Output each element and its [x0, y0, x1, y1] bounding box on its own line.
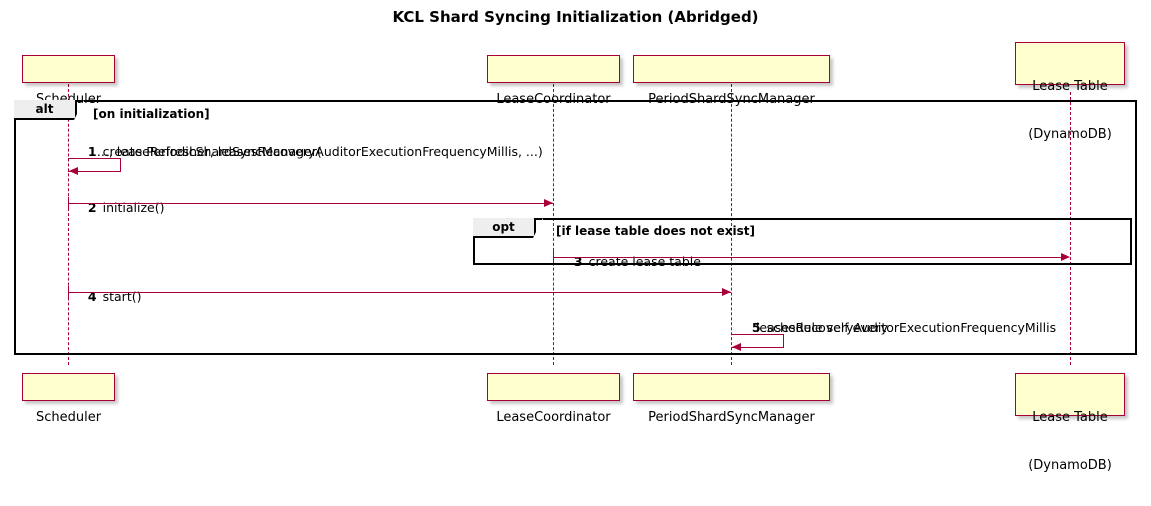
message-1-number: 1: [87, 144, 97, 159]
participant-period-shard-sync-manager-top[interactable]: PeriodShardSyncManager: [633, 55, 830, 107]
message-4-arrowhead: [722, 287, 731, 296]
participant-label-line1: Lease Table: [1032, 410, 1108, 425]
participant-label: LeaseCoordinator: [496, 92, 611, 107]
lifeline-period-shard-sync-manager: [731, 84, 732, 365]
participant-period-shard-sync-manager-bottom[interactable]: PeriodShardSyncManager: [633, 373, 830, 425]
message-2-source-tick: [68, 197, 69, 209]
message-3-source-tick: [553, 251, 554, 263]
message-1-label: 1 create PeriodicShardSyncManager(: [72, 129, 322, 174]
participant-label-line2: (DynamoDB): [1028, 458, 1112, 473]
fragment-alt-guard: [on initialization]: [93, 107, 210, 121]
message-4-line: [68, 292, 731, 293]
page-title: KCL Shard Syncing Initialization (Abridg…: [392, 8, 759, 26]
participant-lease-table-bottom[interactable]: Lease Table (DynamoDB): [1015, 373, 1125, 473]
participant-label: LeaseCoordinator: [496, 410, 611, 425]
message-3-line: [553, 257, 1061, 258]
message-5-self-loop: [731, 334, 784, 348]
message-4-source-tick: [68, 286, 69, 298]
message-1-arrowhead: [69, 167, 78, 175]
fragment-opt-guard: [if lease table does not exist]: [556, 224, 756, 238]
lifeline-lease-coordinator: [553, 84, 554, 365]
fragment-alt-operator: alt: [14, 100, 84, 120]
participant-label: PeriodShardSyncManager: [648, 410, 815, 425]
message-3-number: 3: [573, 254, 583, 269]
message-5-label: 5 schedule self every: [736, 305, 888, 350]
fragment-opt: [473, 218, 1132, 265]
message-5-label-line2: leasesRecoveryAuditorExecutionFrequencyM…: [748, 320, 1057, 335]
message-3-arrowhead: [1061, 252, 1070, 261]
participant-label: Scheduler: [35, 410, 102, 425]
fragment-opt-operator: opt: [473, 218, 543, 238]
message-1-label-line2: ..., leaseRefresher, leasesRecoveryAudit…: [85, 144, 543, 159]
lifeline-scheduler: [68, 84, 69, 365]
participant-label-line1: Lease Table: [1032, 79, 1108, 94]
message-5-number: 5: [751, 320, 761, 335]
participant-label-line2: (DynamoDB): [1028, 127, 1112, 142]
message-5-text-line1: schedule self every: [766, 320, 888, 335]
participant-scheduler-bottom[interactable]: Scheduler: [22, 373, 115, 425]
participant-label: PeriodShardSyncManager: [648, 92, 815, 107]
participant-scheduler-top[interactable]: Scheduler: [22, 55, 115, 107]
message-2-line: [68, 203, 553, 204]
message-5-arrowhead: [732, 343, 741, 351]
participant-lease-coordinator-top[interactable]: LeaseCoordinator: [487, 55, 620, 107]
fragment-alt: [14, 100, 1137, 355]
message-1-self-loop: [68, 158, 121, 172]
message-4-number: 4: [87, 289, 97, 304]
sequence-diagram-canvas: KCL Shard Syncing Initialization (Abridg…: [14, 8, 1137, 473]
participant-lease-table-top[interactable]: Lease Table (DynamoDB): [1015, 42, 1125, 142]
message-2-arrowhead: [544, 198, 553, 207]
message-1-text-line1: create PeriodicShardSyncManager(: [102, 144, 322, 159]
participant-lease-coordinator-bottom[interactable]: LeaseCoordinator: [487, 373, 620, 425]
message-2-number: 2: [87, 200, 97, 215]
lifeline-lease-table: [1070, 92, 1071, 365]
